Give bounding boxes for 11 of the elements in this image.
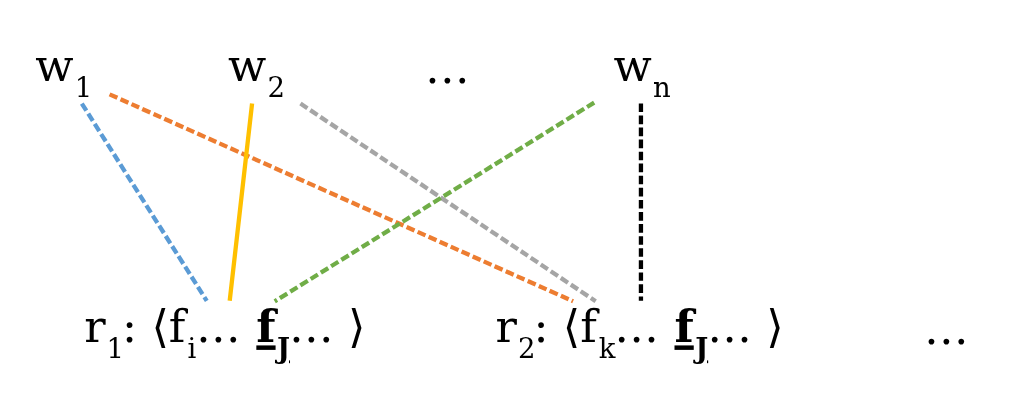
connector	[80, 101, 209, 302]
connector	[108, 91, 574, 303]
node-text: w$_{n}$	[613, 38, 671, 103]
node-text: w$_{2}$	[227, 38, 286, 103]
label: …	[924, 301, 969, 355]
node-text: r$_{1}$: ⟨f$_{i}$… f$_{J}$… ⟩	[84, 299, 366, 364]
node-text: w$_{1}$	[35, 38, 93, 103]
connector	[638, 103, 644, 301]
connector	[227, 102, 255, 301]
node-text: r$_{2}$: ⟨f$_{k}$… f$_{J}$… ⟩	[495, 299, 784, 364]
label: …	[424, 40, 470, 94]
